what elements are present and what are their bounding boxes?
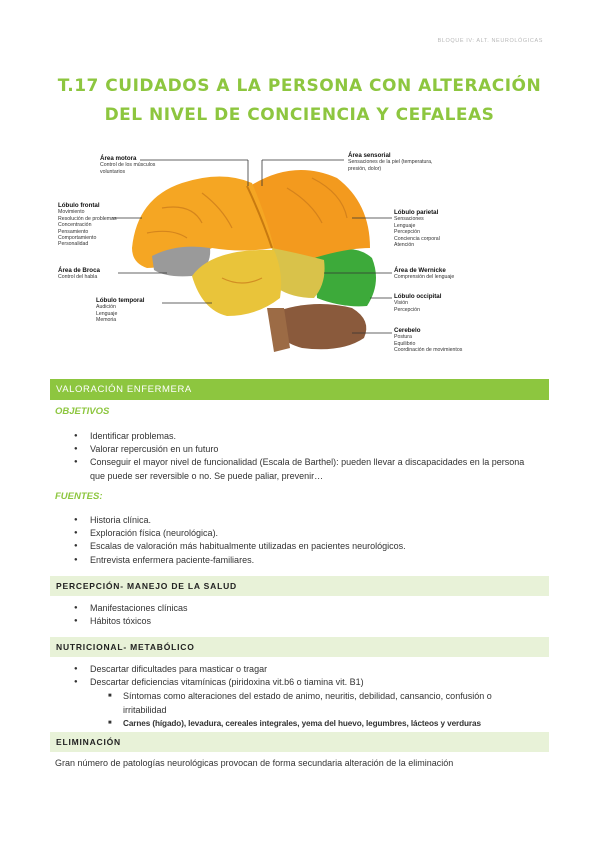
label-lobulo-parietal: Lóbulo parietal Sensaciones Lenguaje Per…	[394, 209, 440, 249]
header-note: BLOQUE IV: ALT. NEUROLÓGICAS	[437, 38, 543, 44]
label-lobulo-frontal: Lóbulo frontal Movimiento Resolución de …	[58, 202, 117, 248]
list-item: Descartar dificultades para masticar o t…	[74, 663, 534, 676]
list-item: Exploración física (neurológica).	[74, 527, 534, 540]
list-item-text: Descartar deficiencias vitamínicas (piri…	[90, 677, 364, 688]
sublist-item: Carnes (hígado), levadura, cereales inte…	[108, 717, 534, 730]
section-percepcion: PERCEPCIÓN- MANEJO DE LA SALUD	[50, 576, 549, 596]
heading-objetivos: OBJETIVOS	[55, 406, 110, 417]
list-item: Entrevista enfermera paciente-familiares…	[74, 554, 534, 567]
list-item: Valorar repercusión en un futuro	[74, 443, 534, 456]
list-item: Manifestaciones clínicas	[74, 602, 534, 615]
sublist-nutricional: Síntomas como alteraciones del estado de…	[108, 690, 534, 730]
list-item: Identificar problemas.	[74, 430, 534, 443]
list-fuentes: Historia clínica. Exploración física (ne…	[74, 514, 534, 567]
list-item: Escalas de valoración más habitualmente …	[74, 540, 534, 553]
label-lobulo-occipital: Lóbulo occipital Visión Percepción	[394, 293, 442, 313]
list-item: Historia clínica.	[74, 514, 534, 527]
heading-fuentes: FUENTES:	[55, 491, 103, 502]
page-title: T.17 CUIDADOS A LA PERSONA CON ALTERACIÓ…	[57, 76, 542, 125]
list-nutricional: Descartar dificultades para masticar o t…	[74, 663, 534, 730]
label-cerebelo: Cerebelo Postura Equilibrio Coordinación…	[394, 327, 463, 354]
list-item: Conseguir el mayor nivel de funcionalida…	[74, 456, 534, 482]
paragraph-eliminacion: Gran número de patologías neurológicas p…	[55, 758, 454, 768]
list-item: Hábitos tóxicos	[74, 615, 534, 628]
sublist-item: Síntomas como alteraciones del estado de…	[108, 690, 534, 716]
label-lobulo-temporal: Lóbulo temporal Audición Lenguaje Memori…	[96, 297, 145, 324]
section-nutricional: NUTRICIONAL- METABÓLICO	[50, 637, 549, 657]
section-valoracion-enfermera: VALORACIÓN ENFERMERA	[50, 379, 549, 400]
section-eliminacion: ELIMINACIÓN	[50, 732, 549, 752]
list-item: Descartar deficiencias vitamínicas (piri…	[74, 676, 534, 730]
list-percepcion: Manifestaciones clínicas Hábitos tóxicos	[74, 602, 534, 629]
brain-illustration	[112, 159, 392, 352]
list-objetivos: Identificar problemas. Valorar repercusi…	[74, 430, 534, 483]
